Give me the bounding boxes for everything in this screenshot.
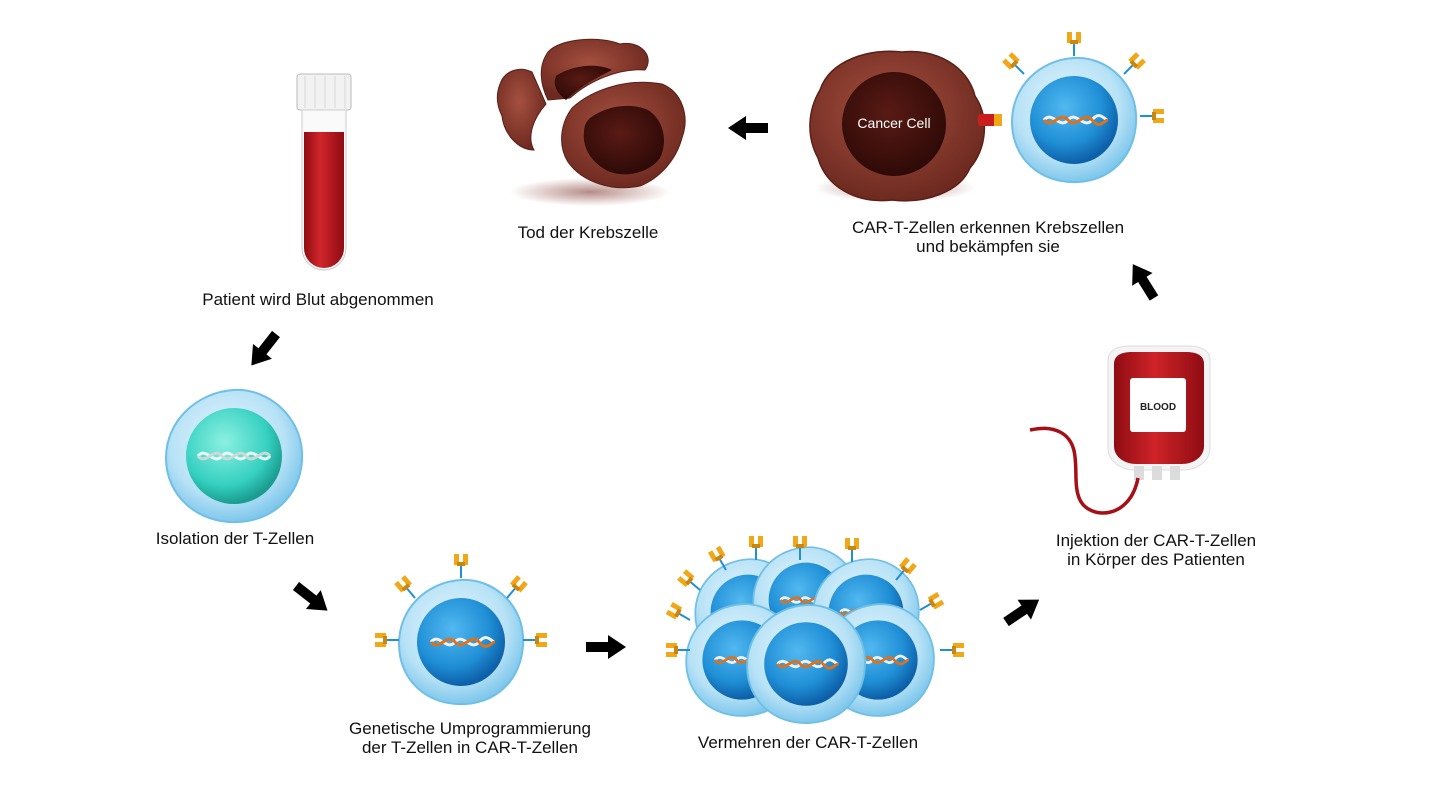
caption-recognition: CAR-T-Zellen erkennen Krebszellen und be…	[851, 218, 1125, 256]
caption-expansion: Vermehren der CAR-T-Zellen	[697, 733, 919, 752]
arrow-injection-to-recognition	[1122, 257, 1165, 305]
caption-isolation: Isolation der T-Zellen	[155, 529, 315, 548]
cancer-cell: Cancer Cell	[809, 50, 986, 202]
arrow-reprogramming-to-expansion	[586, 635, 626, 659]
arrow-isolation-to-reprogramming	[288, 576, 335, 621]
car-t-cell-cluster	[664, 535, 965, 725]
blood-bag-tube	[1029, 426, 1140, 515]
arrow-recognition-to-death	[728, 116, 768, 140]
blood-test-tube	[296, 73, 352, 271]
car-t-cell-attacking	[1001, 31, 1165, 184]
car-cancer-binding	[978, 114, 1002, 126]
car-t-cell-single	[374, 553, 548, 706]
cancer-cell-label: Cancer Cell	[857, 115, 930, 131]
caption-reprogramming: Genetische Umprogrammierung der T-Zellen…	[349, 719, 591, 757]
blood-bag-label: BLOOD	[1140, 402, 1176, 413]
caption-cell-death: Tod der Krebszelle	[517, 223, 659, 242]
caption-injection: Injektion der CAR-T-Zellen in Körper des…	[1055, 531, 1257, 569]
isolated-t-cell	[164, 388, 304, 524]
arrow-blood-to-isolation	[241, 326, 286, 373]
blood-bag: BLOOD	[1029, 345, 1211, 515]
dead-cancer-cell	[496, 38, 686, 206]
arrow-expansion-to-injection	[999, 589, 1046, 632]
caption-blood-draw: Patient wird Blut abgenommen	[202, 290, 434, 309]
